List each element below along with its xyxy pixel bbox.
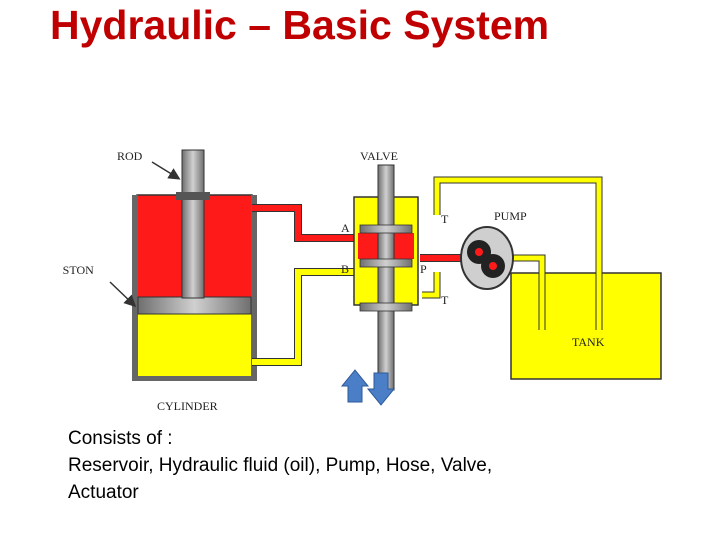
arrow-up-icon <box>340 369 370 403</box>
piston-label: PISTON <box>62 263 94 277</box>
port-a-label: A <box>341 221 350 235</box>
hose-line-b <box>252 268 357 366</box>
tank-label: TANK <box>572 335 605 349</box>
valve-label: VALVE <box>360 149 398 163</box>
arrow-down-icon <box>366 372 396 406</box>
cylinder <box>132 194 257 381</box>
hydraulic-system-diagram: ROD PISTON CYLINDER VALVE A B P T T PUMP… <box>62 149 662 413</box>
caption-line-3: Actuator <box>68 482 139 503</box>
slide-title: Hydraulic – Basic System <box>50 2 550 48</box>
caption-line-1: Consists of : <box>68 428 173 449</box>
port-p-label: P <box>420 262 427 276</box>
caption-line-2: Reservoir, Hydraulic fluid (oil), Pump, … <box>68 455 493 476</box>
port-t-upper-label: T <box>441 212 449 226</box>
rod-label: ROD <box>117 149 143 163</box>
valve <box>353 164 419 391</box>
caption: Consists of : Reservoir, Hydraulic fluid… <box>68 425 668 506</box>
tank <box>510 272 662 380</box>
port-b-label: B <box>341 262 349 276</box>
piston <box>137 296 252 315</box>
port-t-lower-label: T <box>441 293 449 307</box>
rod <box>176 149 210 299</box>
cylinder-label: CYLINDER <box>157 399 218 413</box>
hose-line-a <box>252 204 357 242</box>
pump <box>460 226 514 290</box>
pump-label: PUMP <box>494 209 527 223</box>
